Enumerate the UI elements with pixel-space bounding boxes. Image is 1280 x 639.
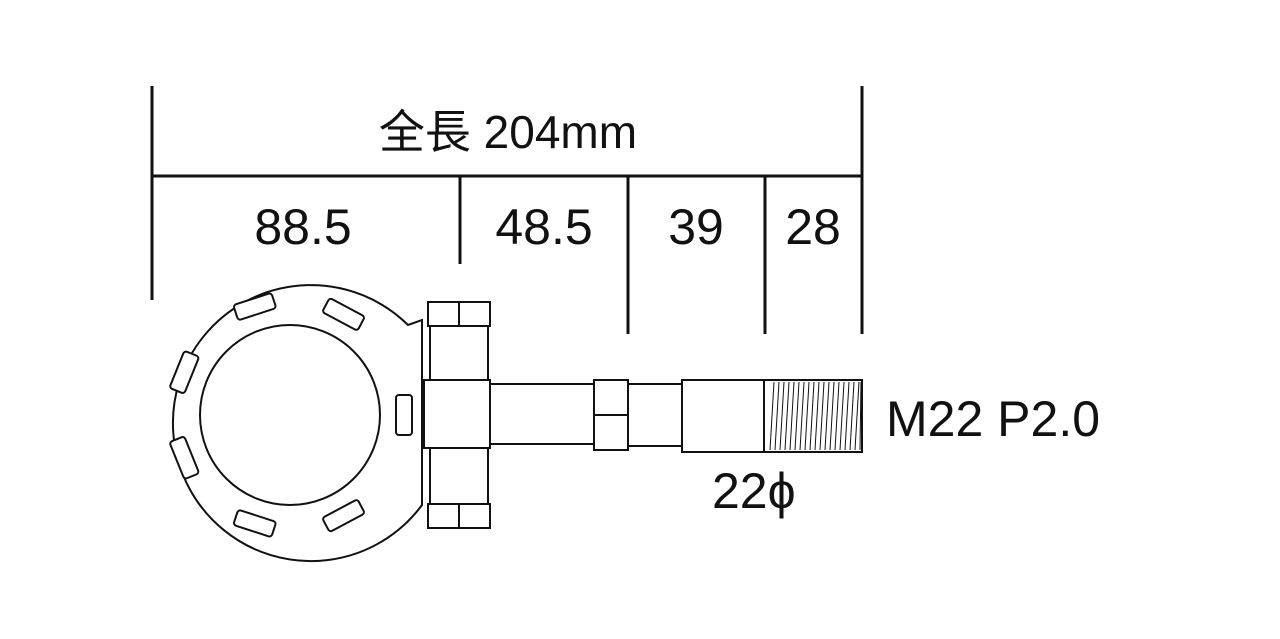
thread-line xyxy=(814,381,820,451)
tow-ring xyxy=(169,284,423,563)
shaft-section-1 xyxy=(489,383,595,445)
segment-label-2: 48.5 xyxy=(495,199,592,255)
thread-line xyxy=(769,381,775,451)
thread-line xyxy=(774,381,780,451)
shaft-section-3 xyxy=(681,379,765,453)
ring-slot-5 xyxy=(233,509,277,538)
thread-line xyxy=(834,381,840,451)
thread-line xyxy=(859,381,862,451)
thread-line xyxy=(844,381,850,451)
thread-lines xyxy=(769,381,862,451)
thread-line xyxy=(854,381,860,451)
thread-line xyxy=(799,381,805,451)
thread-line xyxy=(789,381,795,451)
shaft-section-2 xyxy=(627,383,683,447)
ring-slot-6 xyxy=(322,499,365,533)
thread-line xyxy=(829,381,835,451)
thread-line xyxy=(819,381,825,451)
ring-slot-2 xyxy=(233,292,277,321)
thread-line xyxy=(839,381,845,451)
thread-line xyxy=(849,381,855,451)
segment-label-4: 28 xyxy=(785,199,841,255)
ring-slot-7 xyxy=(395,394,413,436)
thread-line xyxy=(784,381,790,451)
ring-slots xyxy=(169,292,413,538)
thread-line xyxy=(824,381,830,451)
ring-inner xyxy=(199,324,381,506)
dimension-lines xyxy=(150,86,864,334)
t-block xyxy=(423,301,491,529)
thread-line xyxy=(804,381,810,451)
total-length-label: 全長 204mm xyxy=(379,106,637,158)
thread-line xyxy=(809,381,815,451)
thread-line xyxy=(779,381,785,451)
t-block-collar xyxy=(423,379,491,449)
ring-slot-3 xyxy=(169,350,200,394)
segment-label-3: 39 xyxy=(668,199,724,255)
ring-slot-4 xyxy=(169,436,200,480)
diameter-label: 22ϕ xyxy=(712,463,796,519)
bolt-shaft xyxy=(489,379,863,453)
ring-slot-1 xyxy=(322,297,365,331)
thread-spec-label: M22 P2.0 xyxy=(886,391,1100,447)
thread-line xyxy=(794,381,800,451)
segment-label-1: 88.5 xyxy=(254,199,351,255)
